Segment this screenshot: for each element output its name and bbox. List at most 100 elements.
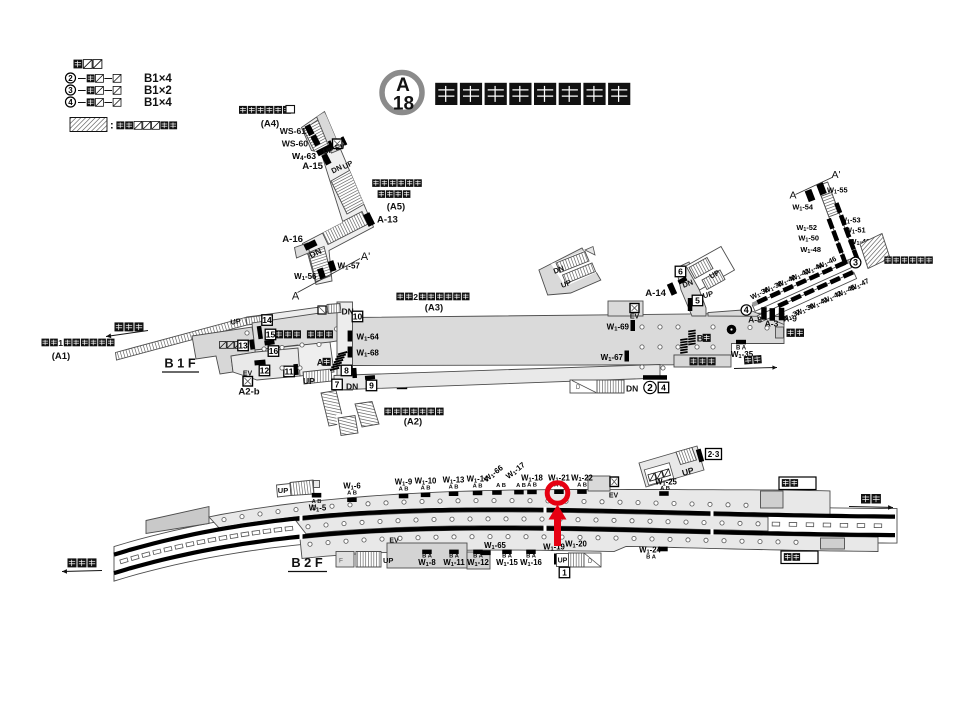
svg-text:UP: UP [681, 465, 695, 478]
svg-text:14: 14 [262, 315, 272, 325]
svg-text:DN: DN [552, 264, 565, 276]
svg-text:A-9: A-9 [783, 314, 797, 324]
svg-text:W1-69: W1-69 [607, 323, 630, 333]
svg-text:B A: B A [502, 554, 513, 560]
svg-text:B A: B A [473, 554, 484, 560]
svg-text:W1-8: W1-8 [418, 558, 436, 568]
svg-text:UP: UP [708, 268, 721, 281]
svg-text:EV: EV [334, 141, 346, 152]
svg-text:UP: UP [303, 376, 315, 386]
svg-text:A B: A B [473, 484, 483, 490]
svg-text::: : [110, 120, 114, 132]
svg-text:8: 8 [344, 366, 349, 376]
svg-text:DN: DN [626, 384, 638, 394]
svg-text:UP: UP [322, 145, 334, 156]
svg-text:A: A [789, 190, 796, 202]
svg-text:W1-24: W1-24 [639, 546, 661, 556]
svg-text:D: D [588, 559, 593, 565]
svg-text:W1-54: W1-54 [792, 203, 814, 213]
svg-text:DN: DN [346, 382, 358, 392]
svg-text:DN: DN [330, 163, 344, 176]
svg-text:W1-18: W1-18 [521, 474, 543, 484]
svg-text:4: 4 [661, 383, 666, 393]
svg-text:2·3: 2·3 [708, 450, 720, 459]
svg-text:W1-65: W1-65 [484, 541, 506, 551]
svg-text:2: 2 [647, 383, 653, 394]
svg-text:1: 1 [58, 338, 63, 348]
svg-text:A: A [292, 291, 300, 303]
svg-text:W1-35: W1-35 [731, 350, 754, 360]
svg-text:A B: A B [347, 490, 357, 496]
svg-text:A B: A B [399, 487, 409, 493]
svg-text:W1-52: W1-52 [796, 223, 817, 233]
svg-text:W1-13: W1-13 [443, 475, 465, 485]
svg-text:A B: A B [527, 483, 537, 489]
svg-text:DN: DN [308, 246, 323, 260]
svg-text:A: A [317, 358, 324, 368]
svg-text:A B: A B [554, 482, 564, 488]
svg-text:(A3): (A3) [425, 303, 443, 314]
svg-text:7: 7 [335, 380, 340, 390]
svg-text:W1-50: W1-50 [798, 234, 819, 244]
svg-text:15: 15 [266, 330, 276, 340]
svg-text:(A1): (A1) [52, 351, 70, 362]
svg-text:W1-19: W1-19 [543, 543, 565, 553]
svg-text:W1-51: W1-51 [845, 226, 866, 236]
svg-text:W1-67: W1-67 [601, 353, 624, 363]
svg-text:4: 4 [68, 98, 73, 107]
svg-text:B1×4: B1×4 [144, 73, 172, 85]
svg-text:B1×4: B1×4 [144, 97, 172, 109]
svg-text:16: 16 [269, 346, 279, 356]
svg-text:A-3: A-3 [765, 319, 779, 329]
svg-text:3: 3 [68, 86, 73, 95]
svg-text:A B: A B [496, 483, 506, 489]
svg-text:W1-10: W1-10 [415, 477, 437, 487]
svg-text:(A4): (A4) [261, 119, 279, 130]
svg-text:EV: EV [630, 314, 640, 321]
svg-text:5: 5 [695, 296, 700, 306]
svg-text:UP: UP [230, 316, 242, 326]
svg-text:9: 9 [369, 381, 374, 391]
svg-text:UP: UP [702, 289, 714, 300]
svg-text:A B: A B [449, 484, 459, 490]
svg-text:W1-64: W1-64 [357, 333, 380, 343]
svg-text:W1-14: W1-14 [467, 475, 489, 485]
svg-text:W1-55: W1-55 [827, 186, 848, 196]
svg-text:10: 10 [353, 312, 363, 322]
svg-text:W1-12: W1-12 [467, 558, 489, 568]
svg-text:(A5): (A5) [387, 202, 405, 213]
svg-text:B A: B A [736, 346, 747, 352]
svg-text:EV: EV [609, 493, 619, 500]
svg-text:W1-15: W1-15 [496, 558, 518, 568]
svg-text:UP: UP [560, 278, 573, 290]
svg-text:(A2): (A2) [404, 417, 422, 428]
svg-text:18: 18 [393, 94, 414, 115]
svg-text:W1-68: W1-68 [357, 349, 380, 359]
svg-text:A': A' [361, 251, 370, 263]
svg-text:A-14: A-14 [645, 288, 666, 299]
svg-text:A B: A B [421, 486, 431, 492]
svg-text:UP: UP [558, 558, 568, 565]
svg-text:UP: UP [341, 158, 354, 171]
svg-text:DN: DN [681, 278, 694, 290]
svg-text:A': A' [831, 169, 840, 181]
svg-text:A B: A B [312, 499, 322, 505]
svg-text:B 2 F: B 2 F [291, 555, 322, 570]
svg-text:B A: B A [526, 554, 537, 560]
svg-text:W1-16: W1-16 [520, 558, 542, 568]
svg-text:DN: DN [342, 307, 354, 317]
svg-text:UP: UP [383, 556, 393, 565]
svg-text:W1-57: W1-57 [338, 262, 361, 272]
svg-text:A B: A B [577, 482, 587, 488]
svg-text:W1-9: W1-9 [395, 478, 413, 488]
svg-text:W1-6: W1-6 [343, 481, 361, 491]
svg-text:2: 2 [413, 292, 418, 302]
svg-text:WS-60: WS-60 [282, 139, 308, 149]
svg-text:B A: B A [646, 555, 657, 561]
svg-text:B A: B A [422, 554, 433, 560]
svg-text:A B: A B [660, 486, 670, 492]
svg-text:B A: B A [449, 554, 460, 560]
svg-text:A-15: A-15 [302, 161, 323, 172]
svg-text:W1-5: W1-5 [309, 504, 327, 514]
svg-text:A-16: A-16 [282, 234, 303, 245]
